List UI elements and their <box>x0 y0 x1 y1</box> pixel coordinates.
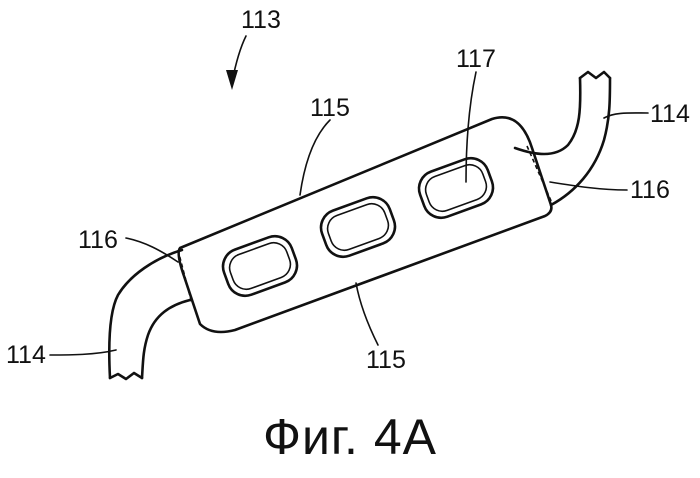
left-end-114 <box>109 250 190 379</box>
label-114-right: 114 <box>650 100 690 128</box>
label-117: 117 <box>456 45 496 73</box>
label-116-left: 116 <box>78 226 118 254</box>
figure-caption: Фиг. 4A <box>0 408 700 466</box>
label-115-bottom: 115 <box>366 346 406 374</box>
label-115-top: 115 <box>310 94 350 122</box>
label-116-right: 116 <box>630 176 670 204</box>
label-113: 113 <box>241 6 281 34</box>
strip-body-115 <box>179 117 552 332</box>
arrow-113 <box>226 36 246 90</box>
label-114-left: 114 <box>6 341 46 369</box>
